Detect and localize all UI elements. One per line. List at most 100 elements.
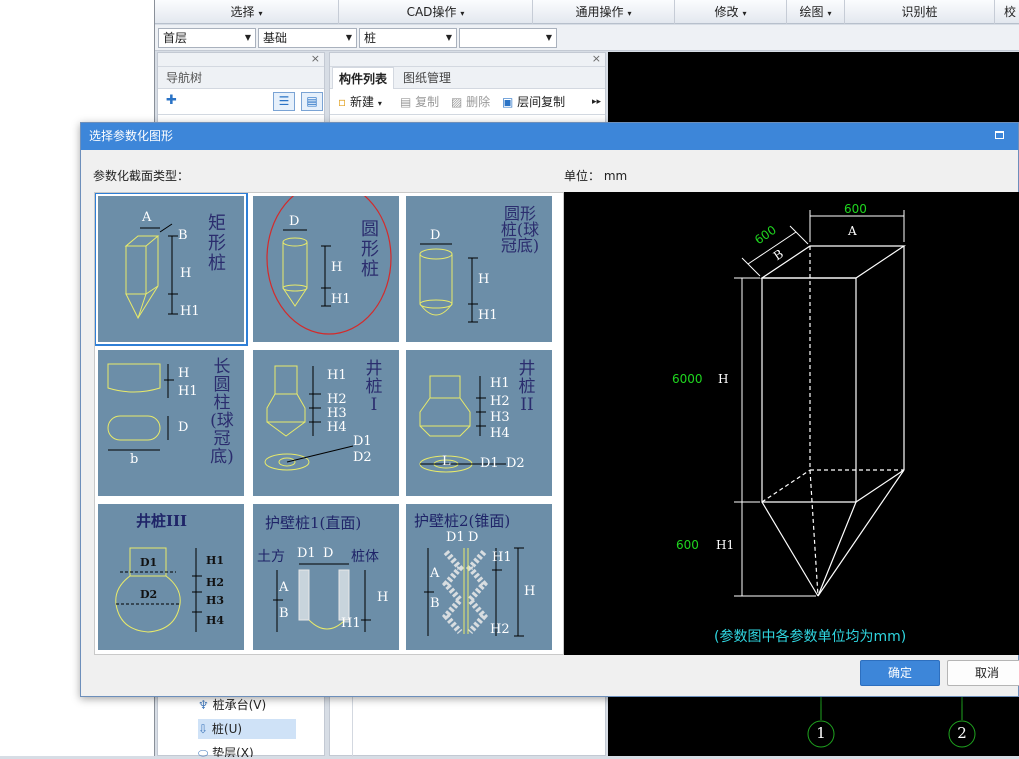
- param-label: H4: [327, 420, 347, 435]
- nav-toolbar: ✚ ☰ ▤: [158, 89, 324, 115]
- menu-check-label: 校: [1003, 5, 1016, 19]
- axis-label: 2: [957, 724, 967, 742]
- shape-name: 圆形桩: [361, 219, 379, 280]
- cad-axis-drawing: [807, 697, 976, 748]
- dim-h1-label: H1: [716, 538, 735, 552]
- component-panel-header: ×: [330, 52, 605, 67]
- param-label: b: [130, 452, 139, 467]
- param-label: H2: [206, 576, 225, 589]
- delete-button-label: 删除: [466, 95, 491, 109]
- shape-long-round-column[interactable]: H H1 D b 长圆柱(球冠底): [98, 350, 244, 496]
- cushion-icon: ⬭: [198, 746, 209, 757]
- param-label: D2: [353, 450, 372, 465]
- param-label: H1: [341, 616, 361, 631]
- shape-well-pile-2[interactable]: H1 H2 H3 H4 L D1 D2 井桩II: [406, 350, 552, 496]
- type-select[interactable]: 桩▼: [359, 28, 457, 48]
- pile-cap-icon: ♆: [198, 698, 209, 712]
- ok-button[interactable]: 确定: [860, 660, 940, 686]
- unit-label: 单位： mm: [564, 167, 627, 184]
- menu-bar: 选择▾ CAD操作▾ 通用操作▾ 修改▾ 绘图▾ 识别桩 校: [155, 0, 1019, 24]
- wall-pile-1-diagram: [273, 563, 371, 632]
- param-label: H: [524, 584, 536, 599]
- param-label: H4: [490, 426, 510, 441]
- menu-cad-ops[interactable]: CAD操作▾: [339, 0, 533, 24]
- copy-button-label: 复制: [415, 95, 440, 109]
- shape-well-pile-1[interactable]: H1 H2 H3 H4 D1 D2 井桩I: [253, 350, 399, 496]
- preview-pane: 600 A 600 B 6000 H 600 H1 (参数图中各参数单位均为mm…: [564, 192, 1019, 655]
- new-icon: ▫: [338, 95, 347, 109]
- nav-panel-header: ×: [158, 52, 324, 67]
- param-label: A: [279, 580, 289, 595]
- param-label: H: [478, 272, 490, 287]
- shape-name: 井桩II: [518, 359, 536, 415]
- param-label: D2: [140, 588, 158, 601]
- category-select-value: 基础: [263, 31, 288, 45]
- tree-item-selected[interactable]: ⇩ 桩(U): [198, 719, 296, 739]
- copy-button[interactable]: ▤ 复制: [400, 95, 440, 109]
- close-icon[interactable]: ×: [310, 52, 320, 65]
- category-select[interactable]: 基础▼: [258, 28, 357, 48]
- floor-select[interactable]: 首层▼: [158, 28, 256, 48]
- param-label: A: [142, 210, 152, 225]
- dim-h-label: H: [718, 372, 729, 386]
- tree-item-label: 桩承台(V): [212, 698, 267, 712]
- param-label: H1: [492, 550, 512, 565]
- list-view-icon[interactable]: ☰: [273, 92, 295, 111]
- section-type-label: 参数化截面类型：: [93, 169, 190, 183]
- param-label: D1: [297, 546, 316, 561]
- shape-round-pile[interactable]: D H H1 圆形桩: [253, 196, 399, 342]
- menu-general-ops[interactable]: 通用操作▾: [533, 0, 675, 24]
- menu-check[interactable]: 校: [995, 0, 1019, 24]
- menu-draw-label: 绘图: [799, 5, 824, 19]
- maximize-icon[interactable]: [995, 131, 1004, 139]
- menu-modify[interactable]: 修改▾: [675, 0, 787, 24]
- menu-select[interactable]: 选择▾: [155, 0, 339, 24]
- new-button-label: 新建: [349, 95, 374, 109]
- shape-name: 护壁桩1(直面): [265, 514, 362, 532]
- instance-select[interactable]: ▼: [459, 28, 557, 48]
- param-label: H2: [490, 622, 510, 637]
- long-round-column-diagram: [107, 363, 174, 451]
- floor-copy-button[interactable]: ▣ 层间复制: [502, 89, 565, 115]
- type-select-value: 桩: [364, 31, 377, 45]
- shape-well-pile-3[interactable]: 井桩III D1 D2 H1 H2 H3 H4: [98, 504, 244, 650]
- shape-rect-pile[interactable]: A B H H1 矩形桩: [95, 193, 248, 346]
- unit-label-text: 单位：: [564, 169, 601, 183]
- param-label: 土方: [257, 549, 285, 565]
- more-icon[interactable]: ▸▸: [592, 97, 602, 107]
- new-button[interactable]: ▫ 新建 ▾: [338, 89, 382, 117]
- shape-name: 护壁桩2(锥面): [414, 512, 511, 530]
- param-label: B: [430, 596, 440, 611]
- tree-view-icon[interactable]: ▤: [301, 92, 323, 111]
- dim-a-label: A: [848, 224, 857, 238]
- tab-drawing-management[interactable]: 图纸管理: [402, 71, 451, 85]
- add-icon[interactable]: ✚: [166, 93, 177, 108]
- param-label: H1: [331, 292, 351, 307]
- chevron-down-icon: ▼: [244, 33, 251, 42]
- param-label: H3: [327, 406, 347, 421]
- param-label: D2: [506, 456, 525, 471]
- dialog-title: 选择参数化图形: [89, 129, 174, 143]
- param-label: H2: [327, 392, 347, 407]
- delete-button[interactable]: ▨ 删除: [451, 95, 491, 109]
- cancel-button[interactable]: 取消: [947, 660, 1019, 686]
- shape-wall-pile-1[interactable]: 护壁桩1(直面) 土方 D1 D 桩体 A B H H1: [253, 504, 399, 650]
- menu-recognize-pile[interactable]: 识别桩: [845, 0, 995, 24]
- param-label: B: [279, 606, 289, 621]
- param-label: H1: [490, 376, 510, 391]
- shape-round-pile-sphere[interactable]: D H H1 圆形桩(球冠底): [406, 196, 552, 342]
- shape-wall-pile-2[interactable]: 护壁桩2(锥面) D1 D A B H1 H H2: [406, 504, 552, 650]
- tree-item[interactable]: ⬭ 垫层(X): [198, 743, 324, 757]
- unit-note: (参数图中各参数单位均为mm): [714, 629, 907, 645]
- tab-component-list[interactable]: 构件列表: [332, 67, 394, 89]
- param-label: H1: [206, 554, 225, 567]
- chevron-down-icon: ▾: [460, 9, 465, 18]
- chevron-down-icon: ▾: [258, 9, 263, 18]
- menu-draw[interactable]: 绘图▾: [787, 0, 845, 24]
- tree-item[interactable]: ♆ 桩承台(V): [198, 695, 324, 715]
- close-icon[interactable]: ×: [591, 52, 601, 65]
- param-label: H: [178, 366, 190, 381]
- menu-general-ops-label: 通用操作: [575, 5, 624, 19]
- floor-copy-icon: ▣: [502, 95, 514, 109]
- menu-select-label: 选择: [230, 5, 255, 19]
